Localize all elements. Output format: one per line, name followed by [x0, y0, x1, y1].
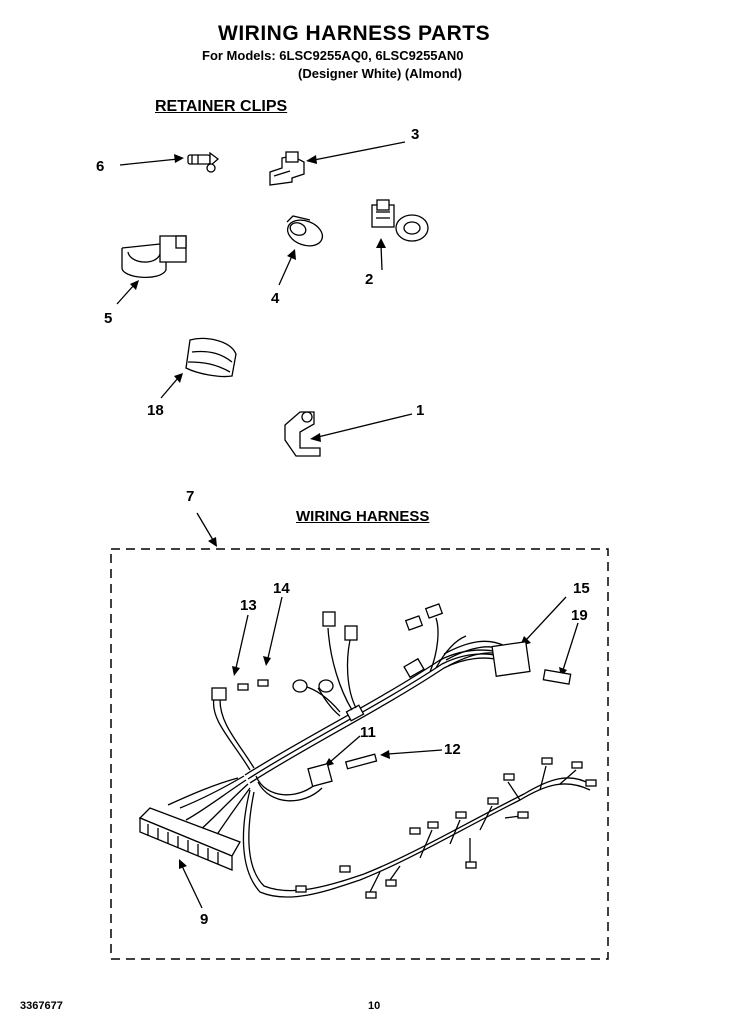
callout-7: 7 [186, 488, 195, 505]
callout-18: 18 [147, 402, 164, 419]
callout-5: 5 [104, 310, 113, 327]
retainer-clips-heading: RETAINER CLIPS [155, 98, 288, 115]
leader-lines [116, 141, 579, 909]
callout-19: 19 [571, 607, 588, 624]
terminal-block-9 [138, 807, 241, 871]
retainer-clip-5 [121, 235, 187, 278]
harness-boundary [110, 548, 609, 960]
page-title: WIRING HARNESS PARTS [218, 22, 491, 45]
page-number: 10 [368, 1000, 381, 1012]
document-number: 3367677 [20, 1000, 63, 1012]
callout-12: 12 [444, 741, 461, 758]
callout-6: 6 [96, 158, 105, 175]
callout-13: 13 [240, 597, 257, 614]
wiring-harness-heading: WIRING HARNESS [296, 508, 430, 525]
retainer-clip-3 [269, 151, 305, 186]
retainer-clip-6 [187, 151, 220, 173]
wiring-harness-7 [167, 603, 597, 899]
callout-9: 9 [200, 911, 209, 928]
callout-3: 3 [411, 126, 420, 143]
callout-14: 14 [273, 580, 290, 597]
callout-15: 15 [573, 580, 590, 597]
callout-11: 11 [360, 724, 376, 741]
retainer-clip-1 [284, 411, 321, 457]
callout-2: 2 [365, 271, 374, 288]
callout-4: 4 [271, 290, 280, 307]
models-line: For Models: 6LSC9255AQ0, 6LSC9255AN0 [202, 48, 464, 63]
retainer-clip-2 [371, 199, 429, 242]
callout-1: 1 [416, 402, 425, 419]
colors-line: (Designer White) (Almond) [298, 66, 462, 81]
retainer-clip-18 [185, 337, 237, 378]
retainer-clip-4 [286, 215, 324, 247]
